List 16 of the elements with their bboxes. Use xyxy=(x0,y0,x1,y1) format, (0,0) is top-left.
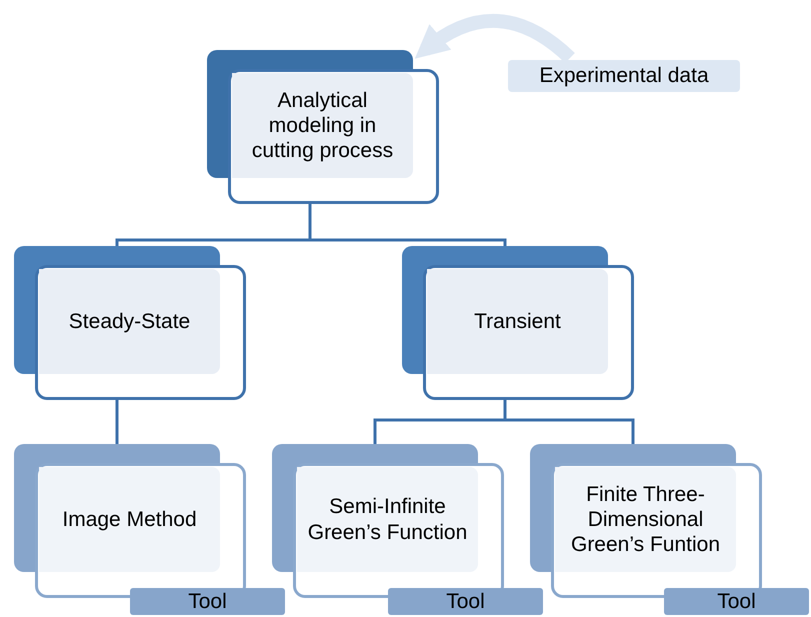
tool-tab xyxy=(130,588,285,615)
node-label: Transient xyxy=(474,308,561,334)
input-box xyxy=(508,60,740,92)
connector-line xyxy=(116,400,118,444)
tool-tab xyxy=(664,588,809,615)
node-label: Experimental data xyxy=(539,63,709,89)
connector-line xyxy=(504,400,634,444)
node-label: Tool xyxy=(446,588,485,614)
tool-tab xyxy=(388,588,543,615)
node-label: Tool xyxy=(188,588,227,614)
node-label: Semi-Infinite Green’s Function xyxy=(306,494,468,545)
node-label: Analytical modeling in cutting process xyxy=(250,88,394,164)
node-label: Steady-State xyxy=(68,308,190,334)
node-label: Tool xyxy=(717,588,756,614)
node-label: Image Method xyxy=(62,506,197,532)
node-label: Finite Three-Dimensional Green’s Funtion xyxy=(570,482,722,558)
